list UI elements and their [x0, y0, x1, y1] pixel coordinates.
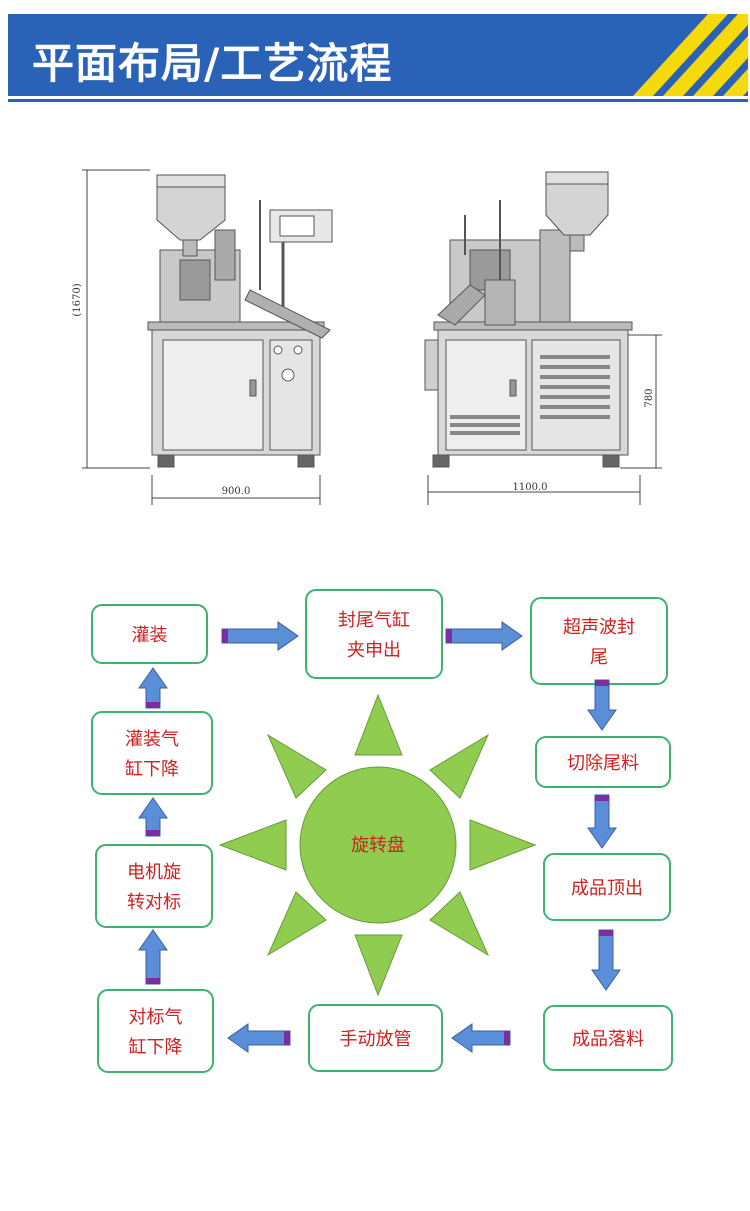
cabinet-height-dim-label: 780: [644, 388, 655, 407]
flow-step-label: 灌装: [132, 625, 168, 646]
sun-ray: [429, 733, 490, 799]
process-flow-diagram: 旋转盘灌装封尾气缸夹申出超声波封尾切除尾料成品顶出成品落料手动放管对标气缸下降电…: [91, 589, 673, 1073]
height-dim-label: (1670): [72, 283, 83, 316]
layout-drawing: (1670) 900.0 1100.0 780: [72, 169, 662, 505]
flow-step-label: 切除尾料: [567, 753, 639, 774]
flow-step-manual-load: 手动放管: [308, 1004, 443, 1072]
flow-step-box: [305, 589, 443, 679]
flow-arrow: [138, 797, 168, 837]
flow-step-label: 超声波封: [563, 617, 635, 638]
flow-arrow: [451, 1023, 511, 1053]
front-view-machine: [147, 174, 333, 468]
flow-step-box: [543, 1005, 673, 1071]
flow-step-label: 成品落料: [572, 1029, 644, 1050]
flow-step-fill: 灌装: [91, 604, 208, 664]
side-view-machine: [424, 171, 633, 468]
flow-step-eject: 成品顶出: [543, 853, 671, 921]
side-width-dim-label: 1100.0: [513, 482, 548, 493]
flow-step-label: 尾: [590, 647, 608, 668]
sun-ray: [266, 733, 327, 799]
sun-ray: [218, 819, 287, 871]
flow-step-label: 转对标: [127, 892, 181, 913]
flow-arrow: [591, 929, 621, 991]
rotary-disk-label: 旋转盘: [351, 835, 405, 856]
sun-ray: [266, 891, 327, 957]
flow-arrow: [587, 794, 617, 849]
flow-step-label: 夹申出: [347, 640, 401, 661]
flow-arrow: [445, 621, 523, 651]
flow-step-label: 对标气: [129, 1007, 183, 1028]
flow-arrow: [587, 679, 617, 731]
flow-step-label: 缸下降: [129, 1036, 183, 1058]
flow-step-label: 灌装气: [125, 729, 179, 750]
flow-step-label: 成品顶出: [571, 878, 643, 899]
flow-step-box: [91, 604, 208, 664]
flow-step-label: 封尾气缸: [338, 609, 410, 631]
front-width-dim-label: 900.0: [222, 486, 251, 497]
flow-step-box: [97, 989, 214, 1073]
flow-step-label: 电机旋: [127, 862, 181, 883]
flow-arrow: [138, 929, 168, 985]
sun-ray: [429, 891, 490, 957]
flow-step-label: 手动放管: [340, 1029, 412, 1050]
sun-ray: [354, 693, 403, 756]
flow-step-cut-tail: 切除尾料: [535, 736, 671, 788]
flow-arrow: [227, 1023, 291, 1053]
sun-ray: [469, 819, 537, 871]
rotary-disk: [299, 766, 457, 924]
flow-step-box: [91, 711, 213, 795]
stripe-decoration: [633, 14, 748, 96]
flow-arrow: [221, 621, 299, 651]
flow-step-box: [530, 597, 668, 685]
sun-ray: [354, 934, 403, 997]
flow-step-box: [535, 736, 671, 788]
flow-arrow: [138, 667, 168, 709]
flow-step-drop: 成品落料: [543, 1005, 673, 1071]
flow-step-label: 缸下降: [125, 758, 179, 780]
header-banner: 平面布局/工艺流程: [8, 14, 748, 96]
page-title: 平面布局/工艺流程: [32, 39, 393, 88]
flow-step-box: [308, 1004, 443, 1072]
flow-step-box: [543, 853, 671, 921]
flow-step-box: [95, 844, 213, 928]
banner-underline: [8, 99, 748, 102]
